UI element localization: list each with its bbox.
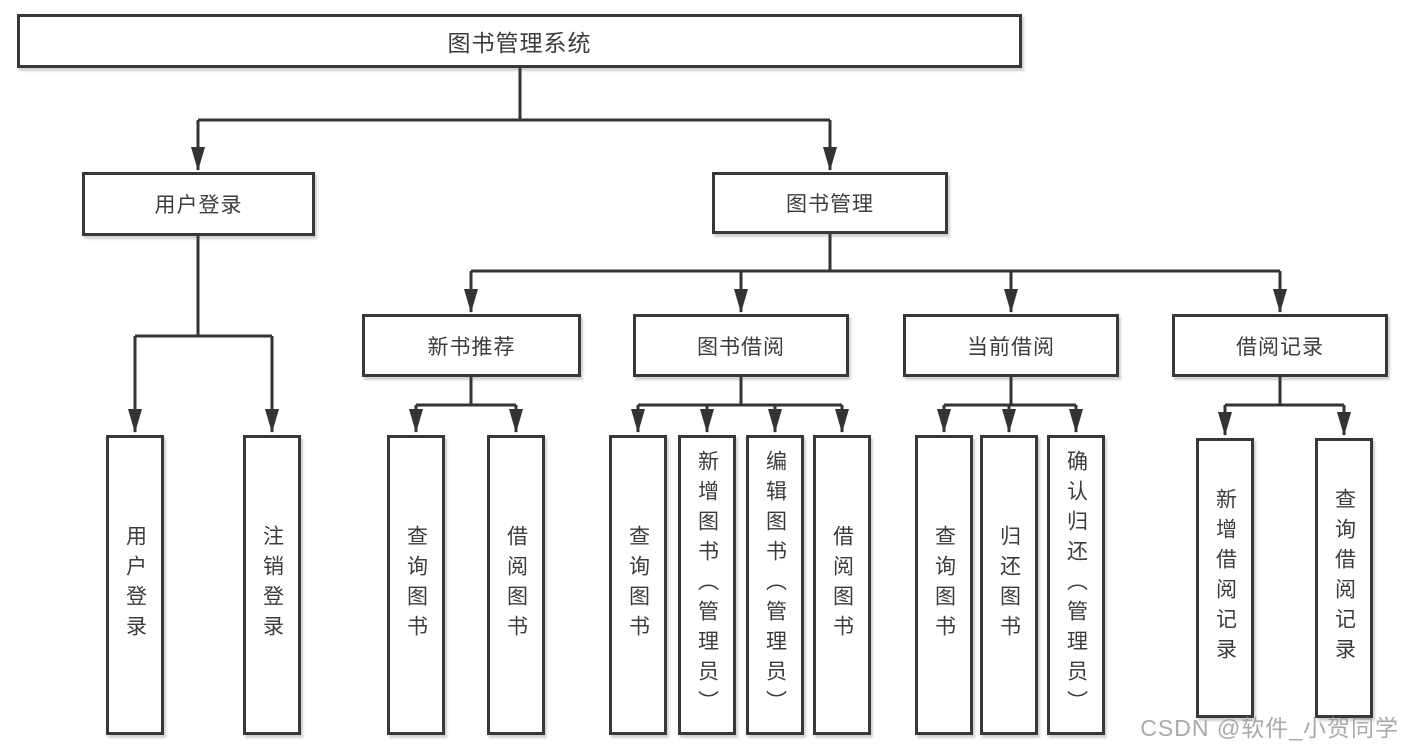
leaf-user-login: 用户登录 [106,435,164,735]
node-label: 借阅图书 [504,525,528,645]
leaf-return-books: 归还图书 [980,435,1038,735]
node-label: 归还图书 [997,525,1021,645]
node-label: 新书推荐 [427,335,516,359]
node-label: 当前借阅 [967,335,1055,359]
node-label: 借阅图书 [830,525,854,645]
node-label: 新增借阅记录 [1213,488,1237,668]
node-root: 图书管理系统 [17,14,1022,68]
node-label: 用户登录 [123,525,147,645]
node-label: 查询图书 [404,525,428,645]
leaf-add-borrow-record: 新增借阅记录 [1196,438,1254,718]
node-label: 新增图书（管理员） [695,450,719,720]
node-user-login: 用户登录 [82,172,315,236]
leaf-logout: 注销登录 [243,435,301,735]
node-current-borrowing: 当前借阅 [903,314,1119,377]
node-label: 确认归还（管理员） [1064,450,1088,720]
node-label: 图书借阅 [697,335,785,359]
leaf-borrow-books-recommend: 借阅图书 [487,435,545,735]
node-label: 查询图书 [932,525,956,645]
node-borrowing-records: 借阅记录 [1172,314,1388,377]
node-label: 图书管理 [786,193,874,216]
watermark: CSDN @软件_小贺同学 [1140,715,1399,741]
node-label: 图书管理系统 [447,30,592,56]
leaf-query-books-recommend: 查询图书 [387,435,445,735]
node-new-book-recommend: 新书推荐 [362,314,581,377]
leaf-query-books-borrowing: 查询图书 [609,435,667,735]
leaf-query-borrow-record: 查询借阅记录 [1315,438,1373,718]
node-book-management: 图书管理 [712,172,948,234]
leaf-add-book-admin: 新增图书（管理员） [678,435,736,735]
leaf-query-books-current: 查询图书 [915,435,973,735]
node-label: 借阅记录 [1236,335,1324,359]
node-label: 查询图书 [626,525,650,645]
node-label: 编辑图书（管理员） [763,450,787,720]
connectors [128,68,1351,436]
node-label: 注销登录 [260,525,284,645]
node-label: 用户登录 [154,194,243,217]
leaf-confirm-return-admin: 确认归还（管理员） [1047,435,1105,735]
leaf-edit-book-admin: 编辑图书（管理员） [746,435,804,735]
leaf-borrow-books: 借阅图书 [813,435,871,735]
node-label: 查询借阅记录 [1332,488,1356,668]
node-book-borrowing: 图书借阅 [633,314,849,377]
